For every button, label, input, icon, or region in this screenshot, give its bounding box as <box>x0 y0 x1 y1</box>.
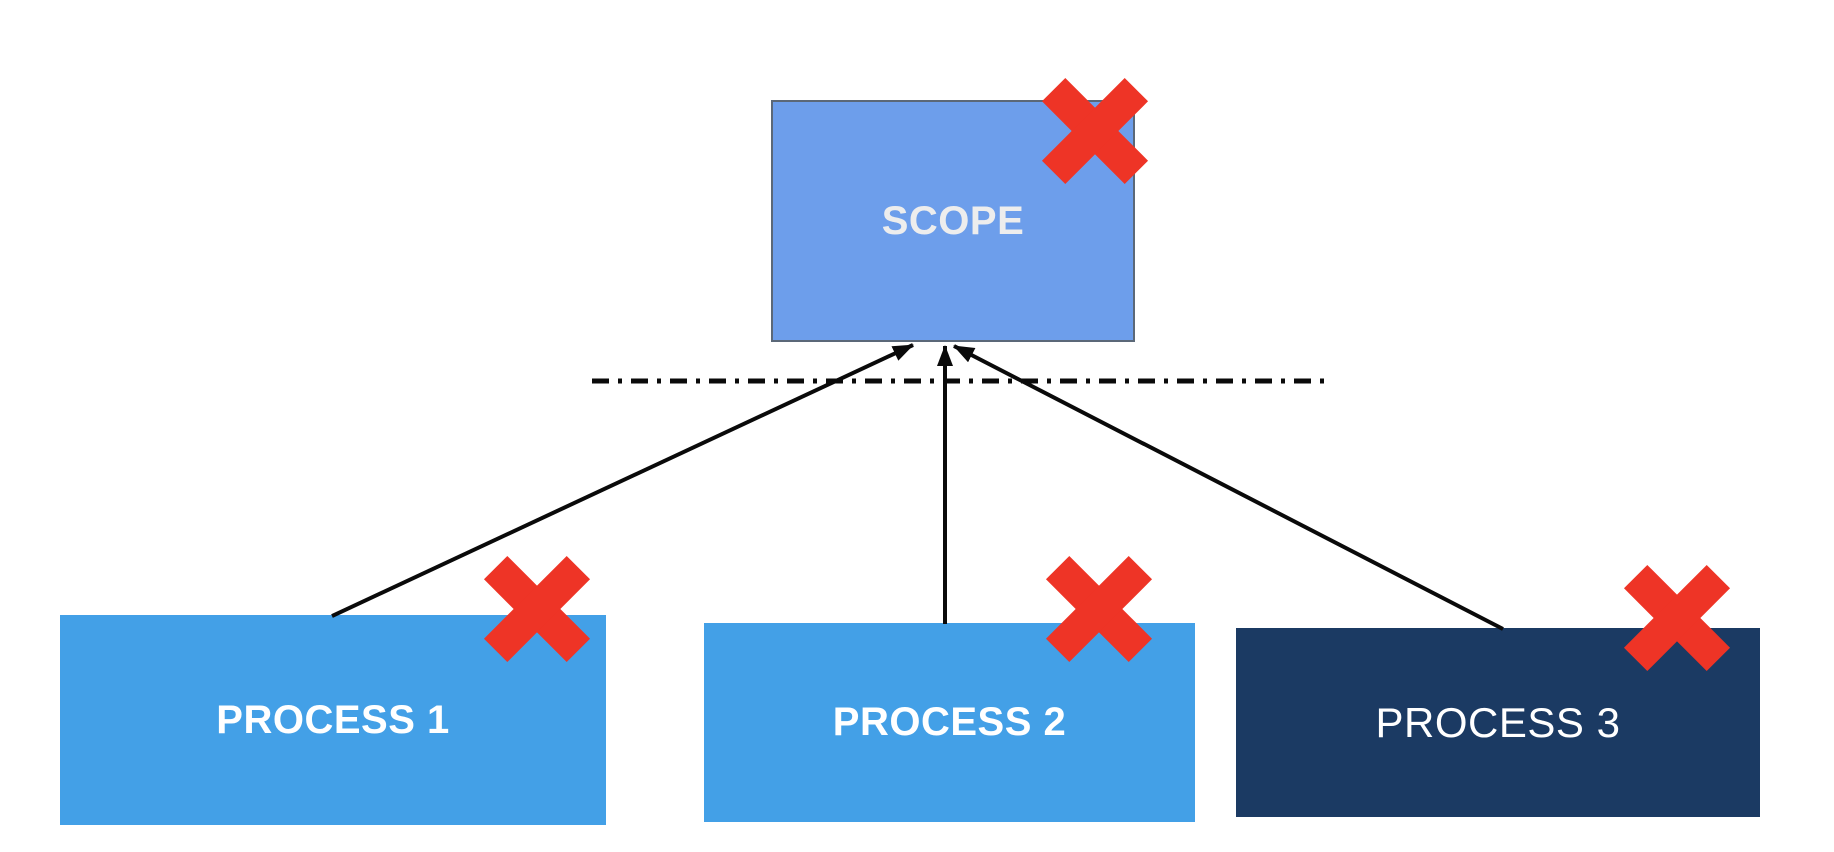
process-1-label: PROCESS 1 <box>216 697 450 742</box>
process-1-box: PROCESS 1 <box>60 615 606 825</box>
scope-box: SCOPE <box>771 100 1135 342</box>
process-3-box: PROCESS 3 <box>1236 628 1760 817</box>
process-2-box: PROCESS 2 <box>704 623 1195 822</box>
scope-label: SCOPE <box>881 198 1025 243</box>
process-2-label: PROCESS 2 <box>832 700 1067 744</box>
arrow-process-3-to-scope <box>953 344 1504 631</box>
arrow-process-1-to-scope <box>331 343 914 618</box>
process-3-label: PROCESS 3 <box>1375 698 1621 746</box>
